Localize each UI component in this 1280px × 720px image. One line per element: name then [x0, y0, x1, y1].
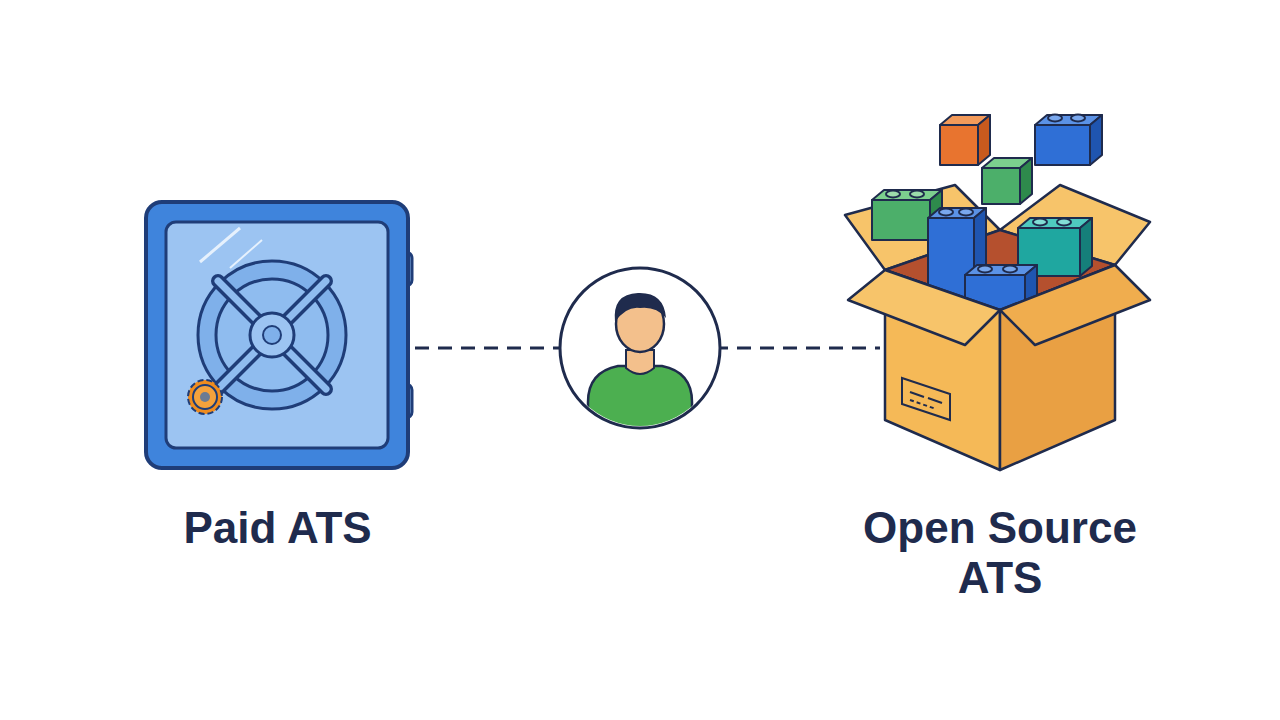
person-icon-part-part: [588, 366, 692, 430]
box-illustration-part-part: [1020, 158, 1032, 204]
box-illustration-part: [848, 270, 1000, 345]
safe-illustration-part: [216, 279, 328, 391]
box-illustration-part-part: [939, 209, 953, 216]
box-illustration-part: [910, 400, 936, 409]
box-illustration-part: [902, 378, 950, 420]
safe-illustration: [140, 195, 415, 555]
safe-illustration-part: [188, 380, 222, 414]
safe-illustration-part: [250, 313, 294, 357]
box-illustration-part-part: [1071, 115, 1085, 122]
safe-illustration-part: [218, 281, 326, 389]
person-icon: [560, 268, 720, 430]
safe-illustration-part: [218, 281, 326, 389]
safe-illustration-part: [198, 261, 346, 409]
box-illustration-part: [910, 392, 924, 397]
box-illustration-part-part: [1003, 266, 1017, 273]
person-icon-part-part: [615, 293, 666, 322]
node-label: Paid ATS: [140, 503, 415, 553]
box-illustration-part-part: [1033, 219, 1047, 226]
box-illustration-part: [1000, 265, 1150, 345]
box-illustration-part-part: [1057, 219, 1071, 226]
box-illustration-part-part: [1035, 125, 1090, 165]
safe-illustration-part: [263, 326, 281, 344]
box-illustration-part-part: [872, 200, 930, 240]
illustrated-node: Open Source ATS: [880, 100, 1160, 610]
safe-illustration-part: [218, 281, 326, 389]
box-illustration-part-part: [1048, 115, 1062, 122]
box-illustration-part: [928, 398, 942, 403]
box-illustration-part-part: [959, 209, 973, 216]
box-illustration-part-part: [978, 115, 990, 165]
safe-illustration-part: [166, 222, 388, 448]
safe-illustration-part: [146, 202, 408, 468]
safe-illustration-part: [193, 385, 217, 409]
box-illustration-part-part: [982, 168, 1020, 204]
node-label: Open Source ATS: [840, 503, 1160, 603]
person-icon-part: [588, 293, 692, 430]
box-illustration: [840, 100, 1160, 480]
box-illustration-part-part: [978, 266, 992, 273]
safe-illustration-part: [218, 281, 326, 389]
box-illustration-part-part: [1090, 115, 1102, 165]
box-illustration-part-part: [1080, 218, 1092, 276]
box-illustration-part-part: [910, 191, 924, 198]
illustrated-node: Paid ATS: [140, 195, 415, 555]
person-icon-part-part: [626, 350, 654, 374]
safe-illustration-part: [200, 392, 210, 402]
safe-illustration-part: [200, 228, 240, 262]
box-illustration-part-part: [886, 191, 900, 198]
box-illustration-part-part: [940, 125, 978, 165]
